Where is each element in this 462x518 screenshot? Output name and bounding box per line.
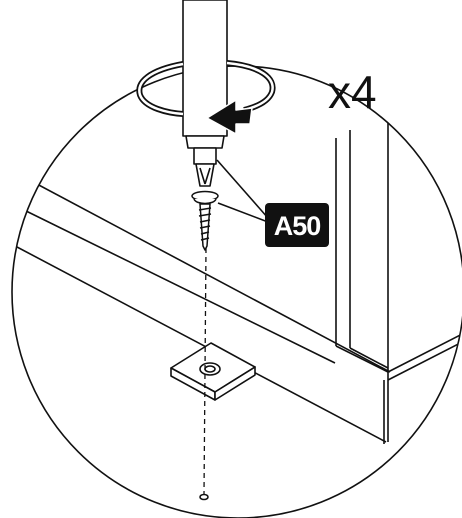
board-bottom-edge (12, 237, 387, 443)
quantity-label: x4 (328, 66, 377, 118)
detail-view (12, 118, 462, 501)
board-front-edge (19, 207, 336, 364)
part-label: A50 (265, 203, 329, 247)
board-top-edge (19, 174, 391, 373)
screw-hole (199, 493, 209, 501)
side-panel (335, 118, 462, 444)
screw-icon (191, 190, 219, 251)
part-leader-lines (216, 159, 269, 223)
part-label-badge (265, 203, 329, 247)
detail-circle (11, 65, 462, 518)
part-code: A50 (274, 211, 321, 241)
rotate-clockwise-icon (136, 60, 276, 135)
corner-bracket (170, 342, 256, 401)
screwdriver-icon (182, 0, 228, 187)
